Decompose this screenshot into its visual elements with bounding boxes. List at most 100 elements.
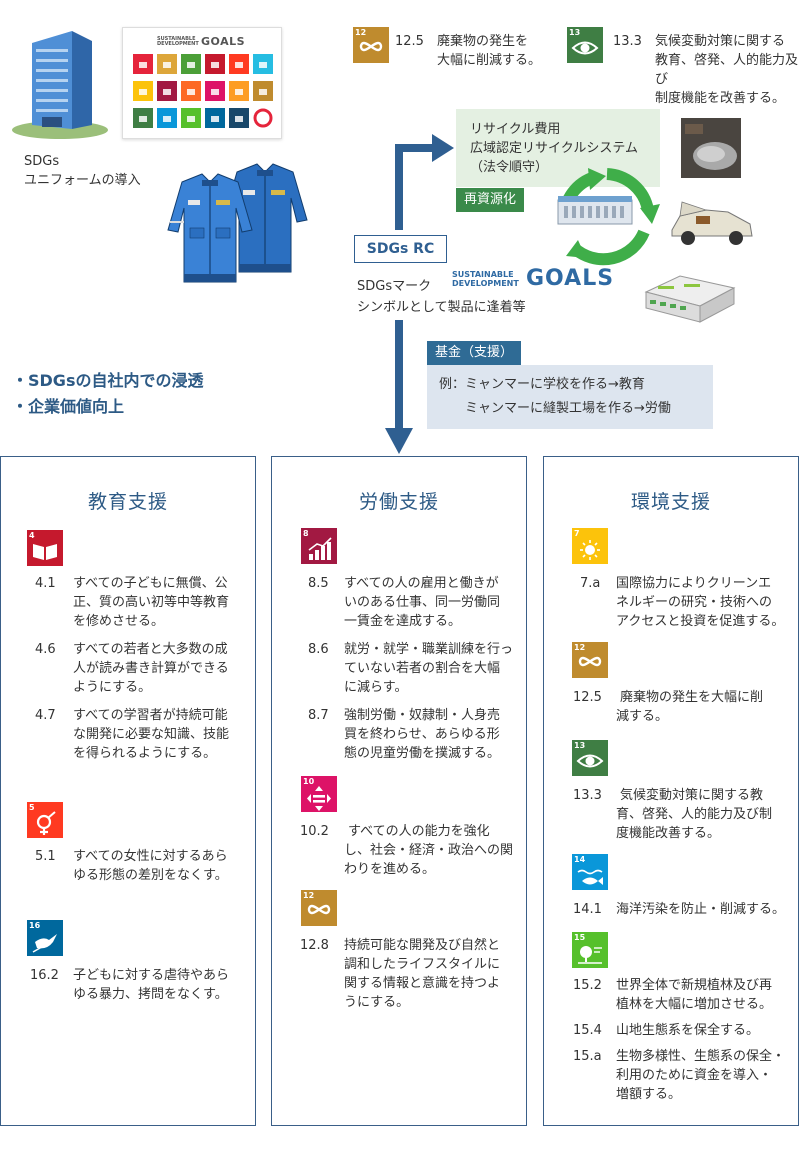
goal-5-icon: 5 <box>27 802 63 838</box>
goal-15-4-line1: 山地生態系を保全する。 <box>616 1023 760 1038</box>
sdgs-mark-text: SDGsマーク シンボルとして製品に逢着等 <box>357 276 526 318</box>
goal-13-icon-env: 13 <box>572 740 608 776</box>
goal-8-5-text: すべての人の雇用と働きが いのある仕事、同一労働同 一賃金を達成する。 <box>344 574 500 631</box>
goal-12-8-text: 持続可能な開発及び自然と 調和したライフスタイルに 関する情報と意識を持つよ う… <box>344 936 500 1012</box>
goal-5-1-code: 5.1 <box>35 849 56 864</box>
goal-8-7-line1: 強制労働・奴隷制・人身売 <box>344 708 501 723</box>
top-goal-13-icon: 13 <box>567 27 603 63</box>
goal-4-1-code: 4.1 <box>35 576 56 591</box>
goal-4-6-line2: 人が読み書き計算ができる <box>73 661 229 676</box>
goal-7-number: 7 <box>574 529 580 538</box>
uniform-caption: SDGs ユニフォームの導入 <box>24 152 141 190</box>
goal-10-2-text: すべての人の能力を強化 し、社会・経済・政治への関 わりを進める。 <box>344 822 513 879</box>
goal-15-icon: 15 <box>572 932 608 968</box>
tree-icon <box>578 946 602 964</box>
recycle-tag: 再資源化 <box>456 188 525 212</box>
goal-8-6-line3: に減らす。 <box>344 680 408 695</box>
top-goal-12-code: 12.5 <box>395 34 424 49</box>
material-photo <box>681 118 741 178</box>
car-illustration <box>666 196 758 248</box>
goal-4-icon: 4 <box>27 530 63 566</box>
goal-12-5-code: 12.5 <box>573 690 602 705</box>
fund-example-line2: ミャンマーに縫製工場を作る→労働 <box>465 401 671 416</box>
factory-illustration <box>640 262 740 326</box>
recycle-info-line1: リサイクル費用 <box>470 122 561 137</box>
goal-7-a-code: 7.a <box>580 576 601 591</box>
goal-4-7-line3: を得られるようにする。 <box>73 746 217 761</box>
goal-4-6-line1: すべての若者と大多数の成 <box>73 642 228 657</box>
sdgs-mark-logo-goals: GOALS <box>526 266 615 291</box>
goal-15-a-line3: 増額する。 <box>616 1087 682 1102</box>
fund-tag: 基金（支援） <box>427 341 522 365</box>
goal-5-1-line2: ゆる形態の差別をなくす。 <box>73 868 228 883</box>
goal-14-1-line1: 海洋汚染を防止・削減する。 <box>616 902 786 917</box>
goal-12-number-labor: 12 <box>303 891 315 900</box>
goal-13-3-line3: 度機能改善する。 <box>616 826 721 841</box>
top-goal-12-text: 廃棄物の発生を 大幅に削減する。 <box>437 32 541 70</box>
goal-14-1-code: 14.1 <box>573 902 602 917</box>
goal-12-5-line1: 廃棄物の発生を大幅に削 <box>620 690 764 705</box>
goal-13-3-line1: 気候変動対策に関する教 <box>620 788 764 803</box>
education-support-column: 教育支援 <box>0 456 256 1126</box>
goal-15-a-text: 生物多様性、生態系の保全・ 利用のために資金を導入・ 増額する。 <box>616 1047 785 1104</box>
sdgs-mark-logo: SUSTAINABLE DEVELOPMENT GOALS <box>452 266 615 292</box>
goal-10-2-line1: すべての人の能力を強化 <box>348 824 490 839</box>
goal-15-2-code: 15.2 <box>573 978 602 993</box>
benefit-item-2: ・企業価値向上 <box>12 397 125 416</box>
infinity-icon <box>578 656 602 667</box>
goal-8-6-line1: 就労・就学・職業訓練を行っ <box>344 642 514 657</box>
growth-chart-icon <box>308 537 332 560</box>
goal-15-2-line2: 植林を大幅に増加させる。 <box>616 997 773 1012</box>
goal-8-5-line2: いのある仕事、同一労働同 <box>344 595 501 610</box>
goal-8-6-line2: ていない若者の割合を大幅 <box>344 661 501 676</box>
top-goal-13-number: 13 <box>569 28 581 37</box>
uniform-caption-line2: ユニフォームの導入 <box>24 173 141 188</box>
goal-12-5-text: 廃棄物の発生を大幅に削 減する。 <box>616 688 763 726</box>
book-icon <box>33 544 57 560</box>
goal-7-a-line1: 国際協力によりクリーンエ <box>616 576 772 591</box>
goal-8-5-line1: すべての人の雇用と働きが <box>344 576 499 591</box>
labor-support-title: 労働支援 <box>358 491 439 513</box>
gender-icon <box>36 811 56 835</box>
poster-goal-grid <box>133 54 273 134</box>
equality-icon <box>307 786 331 811</box>
top-goal-13-text: 気候変動対策に関する 教育、啓発、人的能力及び 制度機能を改善する。 <box>655 32 800 108</box>
dove-icon <box>32 934 57 953</box>
top-goal-12-icon: 12 <box>353 27 389 63</box>
goal-12-8-code: 12.8 <box>300 938 329 953</box>
goal-13-3-line2: 育、啓発、人的能力及び制 <box>616 807 773 822</box>
infinity-icon <box>359 41 383 52</box>
top-goal-13-code: 13.3 <box>613 34 642 49</box>
goal-14-icon: 14 <box>572 854 608 890</box>
goal-4-1-line2: 正、質の高い初等中等教育 <box>73 595 230 610</box>
goal-8-7-code: 8.7 <box>308 708 329 723</box>
goal-10-2-code: 10.2 <box>300 824 329 839</box>
goal-4-7-line1: すべての学習者が持続可能 <box>73 708 228 723</box>
goal-5-1-text: すべての女性に対するあら ゆる形態の差別をなくす。 <box>73 847 228 885</box>
goal-16-number: 16 <box>29 921 41 930</box>
goal-8-5-line3: 一賃金を達成する。 <box>344 614 462 629</box>
sdgs-mark-line1: SDGsマーク <box>357 279 432 294</box>
goal-7-a-line2: ネルギーの研究・技術への <box>616 595 773 610</box>
goal-10-2-line3: わりを進める。 <box>344 862 436 877</box>
goal-10-2-line2: し、社会・経済・政治への関 <box>344 843 514 858</box>
goal-12-icon-env: 12 <box>572 642 608 678</box>
goal-7-a-text: 国際協力によりクリーンエ ネルギーの研究・技術への アクセスと投資を促進する。 <box>616 574 784 631</box>
benefit-item-1: ・SDGsの自社内での浸透 <box>12 371 204 390</box>
goal-5-number: 5 <box>29 803 35 812</box>
building-illustration <box>10 25 110 140</box>
goal-14-number: 14 <box>574 855 586 864</box>
goal-13-3-code: 13.3 <box>573 788 602 803</box>
goal-4-6-line3: ようにする。 <box>73 680 152 695</box>
sdgs-mark-line2: シンボルとして製品に逢着等 <box>357 300 526 315</box>
goal-15-2-text: 世界全体で新規植林及び再 植林を大幅に増加させる。 <box>616 976 772 1014</box>
fund-example-line1: 例：ミャンマーに学校を作る→教育 <box>439 377 645 392</box>
goal-5-1-line1: すべての女性に対するあら <box>73 849 228 864</box>
flow-arrows <box>385 134 454 454</box>
recycle-info-line2: 広域認定リサイクルシステム <box>470 141 638 156</box>
recycle-info-text: リサイクル費用 広域認定リサイクルシステム （法令順守） <box>470 120 638 177</box>
goal-8-number: 8 <box>303 529 309 538</box>
eye-earth-icon <box>571 41 599 55</box>
goal-12-8-line3: 関する情報と意識を持つよ <box>344 976 501 991</box>
top-goal-13-line2: 教育、啓発、人的能力及び <box>655 53 799 87</box>
